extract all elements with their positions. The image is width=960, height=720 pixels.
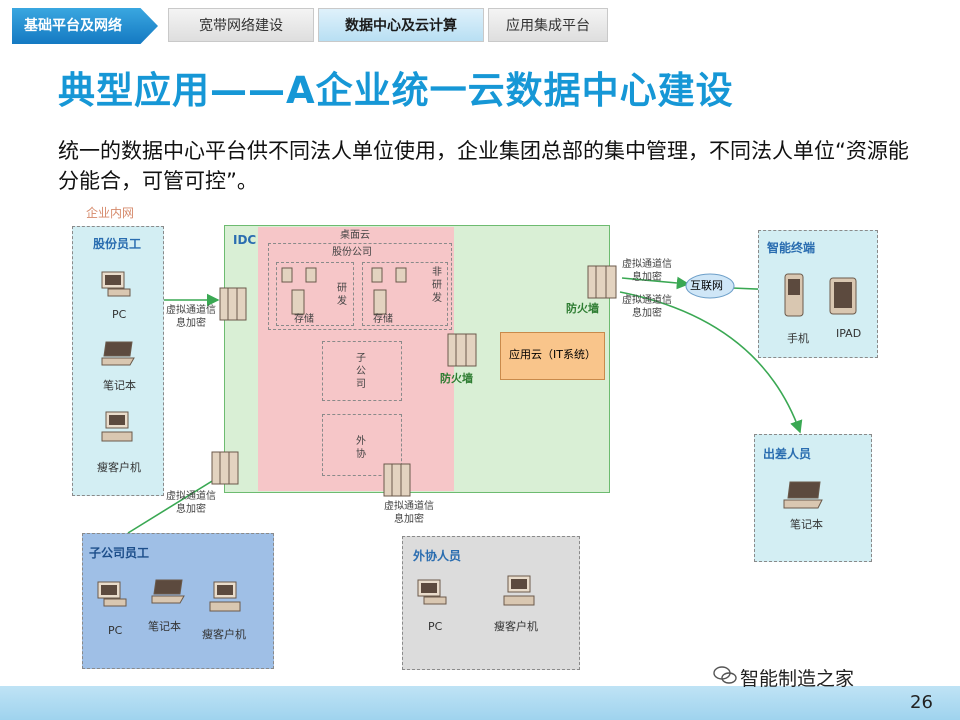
firewall-label-2: 防火墙 (566, 302, 599, 315)
nav-item-integration[interactable]: 应用集成平台 (488, 8, 608, 42)
device-label: 笔记本 (148, 620, 181, 633)
rnd-box (276, 262, 354, 326)
vpn-label: 虚拟通道信息加密 (384, 501, 434, 525)
firewall-icon (587, 265, 617, 299)
server-icon (281, 267, 317, 315)
firewall-icon (447, 333, 477, 367)
vpn-label: 虚拟通道信息加密 (166, 491, 216, 515)
page-title: 典型应用——A企业统一云数据中心建设 (58, 69, 734, 112)
idc-label: IDC (233, 233, 257, 247)
thin-client-icon (503, 575, 535, 606)
description: 统一的数据中心平台供不同法人单位使用，企业集团总部的集中管理，不同法人单位“资源… (58, 139, 909, 193)
laptop-icon (151, 579, 185, 604)
non-rnd-box (362, 262, 448, 326)
device-label: PC (108, 624, 123, 637)
device-label: 瘦客户机 (97, 461, 141, 474)
pc-icon (101, 271, 131, 297)
storage-label: 存储 (294, 314, 314, 325)
pc-icon (417, 579, 447, 605)
device-label: 手机 (787, 332, 809, 345)
device-label: PC (112, 308, 127, 321)
group-title: 出差人员 (763, 447, 812, 461)
tablet-icon (829, 277, 857, 315)
pc-icon (97, 581, 127, 607)
vpn-label: 虚拟通道信息加密 (622, 295, 672, 319)
vpn-label: 虚拟通道信息加密 (166, 305, 216, 329)
phone-icon (784, 273, 804, 317)
wechat-icon (713, 666, 737, 684)
group-shareholder-staff: 股份员工 (72, 226, 164, 496)
footer-bar (0, 686, 960, 720)
laptop-icon (783, 481, 823, 509)
nav-item-datacenter[interactable]: 数据中心及云计算 (318, 8, 484, 42)
outsource-label: 外协 (356, 436, 366, 460)
internet-cloud-icon (685, 273, 735, 299)
vpn-gateway-icon (211, 451, 239, 485)
page-number: 26 (910, 692, 933, 713)
storage-label-2: 存储 (373, 314, 393, 325)
link-cloud-to-travel (619, 291, 803, 434)
group-smart-terminal: 智能终端 (758, 230, 878, 358)
group-title: 智能终端 (767, 241, 816, 255)
app-cloud-box: 应用云（IT系统） (500, 332, 605, 380)
thin-client-icon (209, 581, 241, 612)
device-label: 笔记本 (103, 379, 136, 392)
firewall-label: 防火墙 (440, 372, 473, 385)
server-icon (371, 267, 407, 315)
intranet-label: 企业内网 (86, 206, 135, 220)
device-label: 瘦客户机 (202, 628, 246, 641)
device-label: 笔记本 (790, 518, 823, 531)
nav-item-broadband[interactable]: 宽带网络建设 (168, 8, 314, 42)
subsidiary-box: 子公司 (322, 341, 402, 401)
desktop-cloud-box (268, 243, 452, 330)
brand-name: 智能制造之家 (740, 668, 855, 690)
desktop-cloud-label: 桌面云 (340, 230, 370, 241)
vpn-label: 虚拟通道信息加密 (622, 259, 672, 283)
vpn-gateway-icon (383, 463, 411, 497)
rnd-label: 研发 (337, 283, 347, 307)
outsource-box: 外协 (322, 414, 402, 476)
company-label: 股份公司 (332, 247, 372, 258)
group-title: 外协人员 (413, 549, 462, 563)
device-label: 瘦客户机 (494, 620, 538, 633)
laptop-icon (101, 341, 135, 366)
vpn-gateway-icon (219, 287, 247, 321)
nav-item-foundation[interactable]: 基础平台及网络 (12, 8, 158, 44)
device-label: PC (428, 620, 443, 633)
internet-label: 互联网 (690, 279, 723, 292)
group-title: 子公司员工 (89, 546, 150, 560)
thin-client-icon (101, 411, 133, 442)
non-rnd-label: 非研发 (432, 267, 442, 304)
group-title: 股份员工 (93, 237, 142, 251)
app-cloud-label: 应用云（IT系统） (509, 348, 596, 361)
link-fw-to-smart (621, 276, 690, 290)
device-label: IPAD (836, 327, 862, 340)
subsidiary-label: 子公司 (356, 353, 366, 390)
